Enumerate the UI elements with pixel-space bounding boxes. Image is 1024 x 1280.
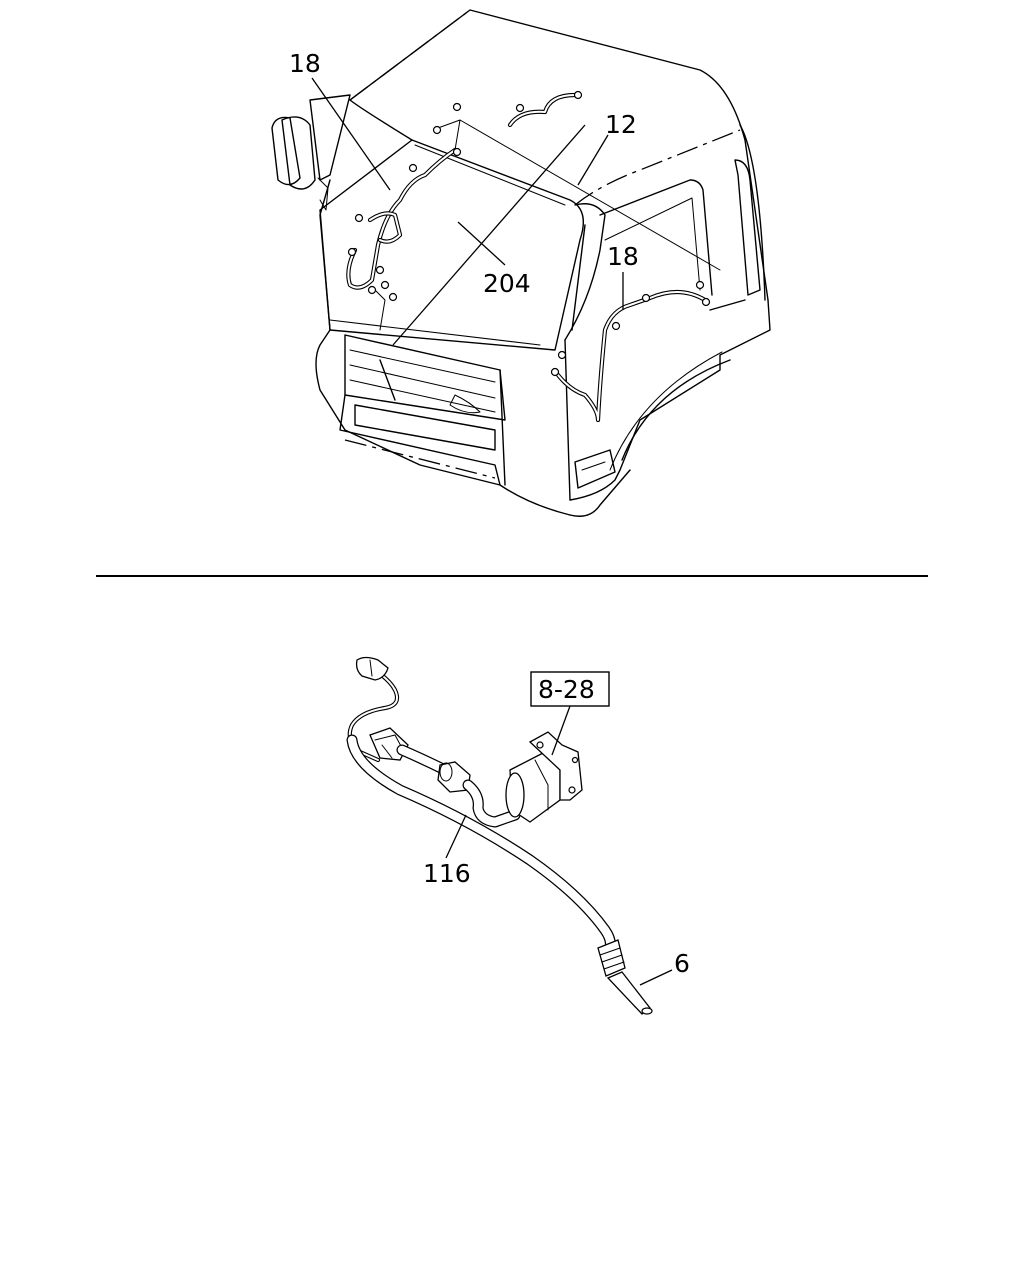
callout-12: 12 <box>605 110 637 139</box>
callout-6: 6 <box>674 949 690 978</box>
leader-lines-upper <box>311 77 624 346</box>
callout-18-left: 18 <box>289 49 321 78</box>
callout-116: 116 <box>423 859 471 888</box>
callout-204: 204 <box>483 269 531 298</box>
truck-cab-illustration <box>271 9 771 517</box>
wiring-harness-upper <box>346 90 721 423</box>
reference-box <box>530 671 610 707</box>
callout-18-right: 18 <box>607 242 639 271</box>
leader-lines-lower <box>445 705 673 986</box>
callout-8-28: 8-28 <box>538 675 595 704</box>
cable-assembly-illustration <box>346 656 653 1015</box>
